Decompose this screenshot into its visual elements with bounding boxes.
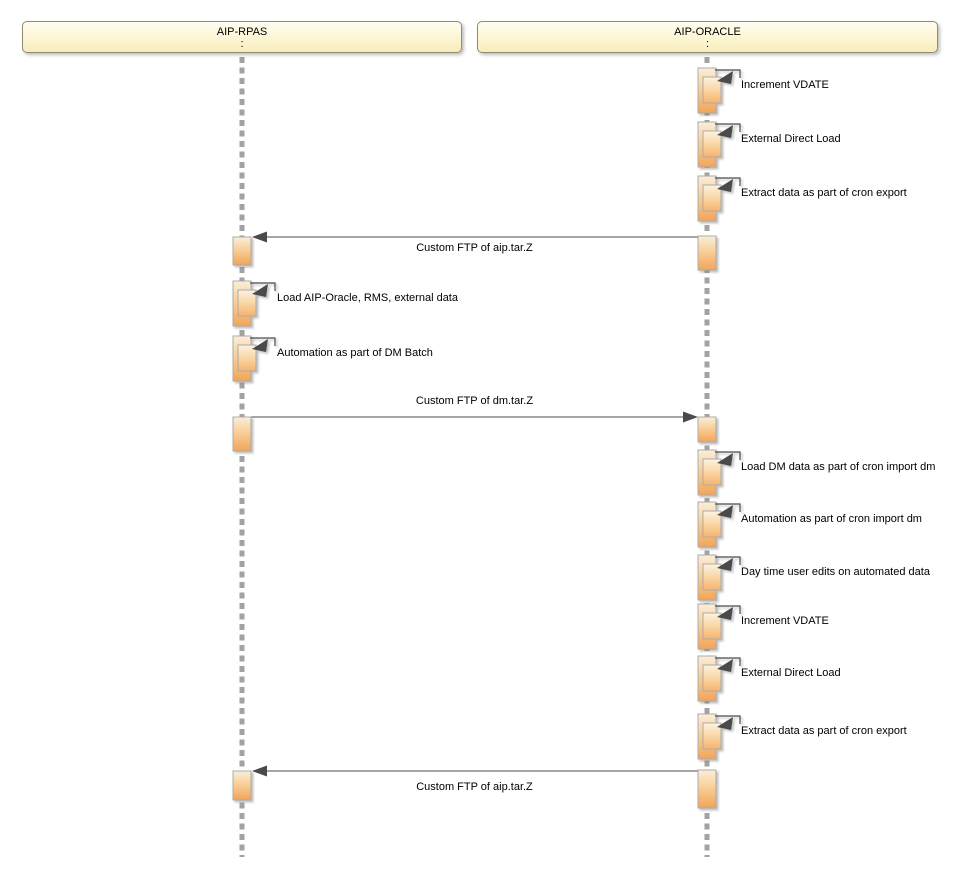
self-message-icon bbox=[697, 603, 741, 650]
activation-bar bbox=[232, 770, 252, 801]
message-label: Increment VDATE bbox=[741, 79, 829, 91]
activation-bar bbox=[232, 416, 252, 452]
actor-name: AIP-RPAS bbox=[216, 26, 268, 38]
message-label: Load DM data as part of cron import dm bbox=[741, 461, 936, 473]
message-label: Extract data as part of cron export bbox=[741, 725, 907, 737]
self-message-icon bbox=[697, 713, 741, 760]
arrowhead-right-icon bbox=[683, 411, 698, 423]
activation-bar bbox=[232, 236, 252, 266]
actor-name: AIP-ORACLE bbox=[674, 26, 741, 38]
message-label: External Direct Load bbox=[741, 133, 841, 145]
self-message-icon bbox=[232, 335, 276, 382]
message-label: Extract data as part of cron export bbox=[741, 187, 907, 199]
message-label: Automation as part of cron import dm bbox=[741, 513, 922, 525]
arrowhead-left-icon bbox=[252, 231, 267, 243]
activation-bar bbox=[697, 416, 717, 443]
self-message-icon bbox=[697, 449, 741, 496]
message-label: External Direct Load bbox=[741, 667, 841, 679]
message-label: Custom FTP of aip.tar.Z bbox=[416, 242, 533, 254]
actor-box-aip-rpas: AIP-RPAS : bbox=[22, 21, 462, 53]
message-label: Custom FTP of dm.tar.Z bbox=[415, 395, 534, 407]
actor-box-aip-oracle: AIP-ORACLE : bbox=[477, 21, 938, 53]
self-message-icon bbox=[232, 280, 276, 327]
activation-bar bbox=[697, 769, 717, 809]
message-arrow-ftp-dm bbox=[251, 411, 698, 423]
message-label: Day time user edits on automated data bbox=[741, 566, 930, 578]
self-message-icon bbox=[697, 175, 741, 222]
arrowhead-left-icon bbox=[252, 765, 267, 777]
self-message-icon bbox=[697, 67, 741, 114]
self-message-icon bbox=[697, 121, 741, 168]
message-arrow-ftp-aip-2 bbox=[252, 765, 698, 777]
message-label: Increment VDATE bbox=[741, 615, 829, 627]
actor-instance-label: : bbox=[240, 38, 244, 50]
message-label: Custom FTP of aip.tar.Z bbox=[416, 781, 533, 793]
message-label: Load AIP-Oracle, RMS, external data bbox=[277, 292, 458, 304]
actor-instance-label: : bbox=[705, 38, 710, 50]
self-message-icon bbox=[697, 655, 741, 702]
message-arrow-ftp-aip-1 bbox=[252, 231, 698, 243]
self-message-icon bbox=[697, 554, 741, 601]
activation-bar bbox=[697, 235, 717, 271]
self-message-icon bbox=[697, 501, 741, 548]
message-label: Automation as part of DM Batch bbox=[277, 347, 433, 359]
